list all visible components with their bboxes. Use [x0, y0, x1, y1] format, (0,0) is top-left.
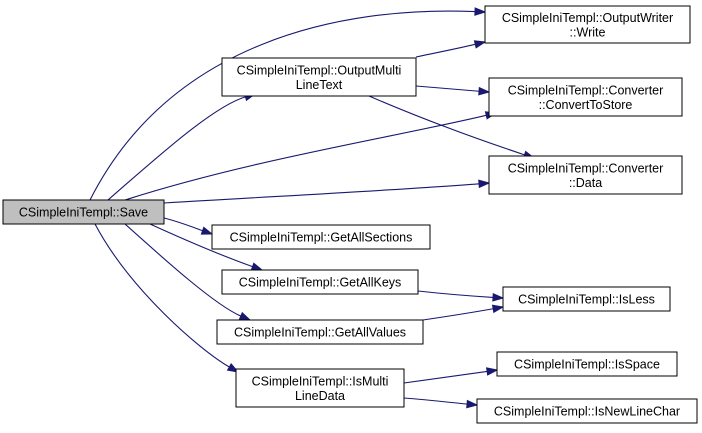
edge-getallvalues-to-isless: [422, 304, 505, 321]
arrowhead: [466, 399, 479, 409]
node-getallsections[interactable]: CSimpleIniTempl::GetAllSections: [211, 224, 431, 250]
node-box: [496, 351, 678, 377]
arrowhead: [473, 40, 487, 49]
node-label: ::ConvertToStore: [539, 98, 633, 112]
node-box: [476, 398, 698, 424]
edge-save-to-ismultilinedata: [94, 223, 240, 373]
arrowhead: [226, 363, 240, 373]
edge-save-to-data: [163, 179, 491, 204]
node-label: ::Data: [569, 176, 602, 190]
node-box: [484, 5, 691, 44]
nodes: CSimpleIniTempl::Save CSimpleIniTempl::Ou…: [2, 5, 698, 424]
arrowhead: [492, 293, 505, 302]
edge-line: [417, 290, 494, 298]
node-label: CSimpleIniTempl::Save: [19, 206, 148, 220]
edge-save-to-getallsections: [163, 217, 214, 235]
edges: [89, 7, 536, 409]
node-isspace[interactable]: CSimpleIniTempl::IsSpace: [496, 351, 678, 377]
arrowhead: [478, 86, 491, 96]
edge-line: [89, 10, 476, 201]
node-label: CSimpleIniTempl::OutputWriter: [502, 11, 673, 25]
node-label: CSimpleIniTempl::GetAllValues: [234, 326, 406, 340]
edge-line: [124, 223, 242, 317]
node-save[interactable]: CSimpleIniTempl::Save: [2, 199, 165, 225]
arrowhead: [250, 262, 264, 271]
edge-line: [107, 96, 246, 201]
node-write[interactable]: CSimpleIniTempl::OutputWriter::Write: [484, 5, 691, 44]
node-getallkeys[interactable]: CSimpleIniTempl::GetAllKeys: [221, 269, 419, 295]
node-data[interactable]: CSimpleIniTempl::Converter::Data: [488, 155, 683, 195]
edge-line: [415, 85, 480, 92]
node-label: CSimpleIniTempl::GetAllKeys: [239, 276, 402, 290]
node-label: ::Write: [570, 25, 606, 39]
arrowhead: [478, 179, 491, 189]
arrowhead: [485, 367, 499, 376]
node-box: [488, 155, 683, 195]
node-box: [488, 77, 683, 117]
arrowhead: [200, 226, 214, 235]
node-converttostore[interactable]: CSimpleIniTempl::Converter::ConvertToSto…: [488, 77, 683, 117]
edge-outputmulti-to-converttostore: [415, 85, 491, 96]
arrowhead: [238, 311, 252, 321]
node-label: CSimpleIniTempl::IsNewLineChar: [494, 405, 680, 419]
node-label: CSimpleIniTempl::GetAllSections: [230, 231, 413, 245]
edge-line: [163, 183, 480, 204]
node-label: CSimpleIniTempl::Converter: [508, 161, 664, 175]
node-getallvalues[interactable]: CSimpleIniTempl::GetAllValues: [216, 319, 424, 345]
edge-ismultilinedata-to-isnewlinechar: [403, 397, 479, 409]
node-isnewlinechar[interactable]: CSimpleIniTempl::IsNewLineChar: [476, 398, 698, 424]
node-isless[interactable]: CSimpleIniTempl::IsLess: [502, 286, 671, 312]
node-box: [221, 269, 419, 295]
edge-line: [422, 308, 494, 321]
node-box: [216, 319, 424, 345]
edge-save-to-write: [89, 7, 487, 201]
node-box: [235, 368, 405, 408]
edge-line: [415, 43, 476, 58]
node-box: [211, 224, 431, 250]
node-label: CSimpleIniTempl::IsMulti: [252, 374, 389, 388]
edge-line: [94, 223, 230, 368]
node-box: [502, 286, 671, 312]
node-label: CSimpleIniTempl::IsLess: [518, 293, 655, 307]
edge-outputmulti-to-write: [415, 40, 487, 58]
arrowhead: [491, 304, 505, 314]
edge-ismultilinedata-to-isspace: [403, 367, 499, 384]
node-label: CSimpleIniTempl::OutputMulti: [237, 63, 402, 77]
edge-save-to-outputmulti: [107, 92, 257, 201]
node-label: CSimpleIniTempl::IsSpace: [514, 358, 660, 372]
node-label: LineData: [295, 389, 345, 403]
edge-line: [403, 397, 468, 405]
node-box: [2, 199, 165, 225]
edge-line: [403, 370, 488, 384]
arrowhead: [474, 7, 487, 16]
edge-line: [368, 95, 525, 156]
edge-save-to-getallkeys: [149, 223, 264, 271]
edge-line: [149, 223, 253, 268]
node-box: [221, 57, 417, 97]
node-label: CSimpleIniTempl::Converter: [508, 83, 664, 97]
node-label: LineText: [296, 78, 343, 92]
edge-line: [163, 217, 203, 232]
edge-line: [124, 114, 487, 201]
edge-getallkeys-to-isless: [417, 290, 505, 302]
